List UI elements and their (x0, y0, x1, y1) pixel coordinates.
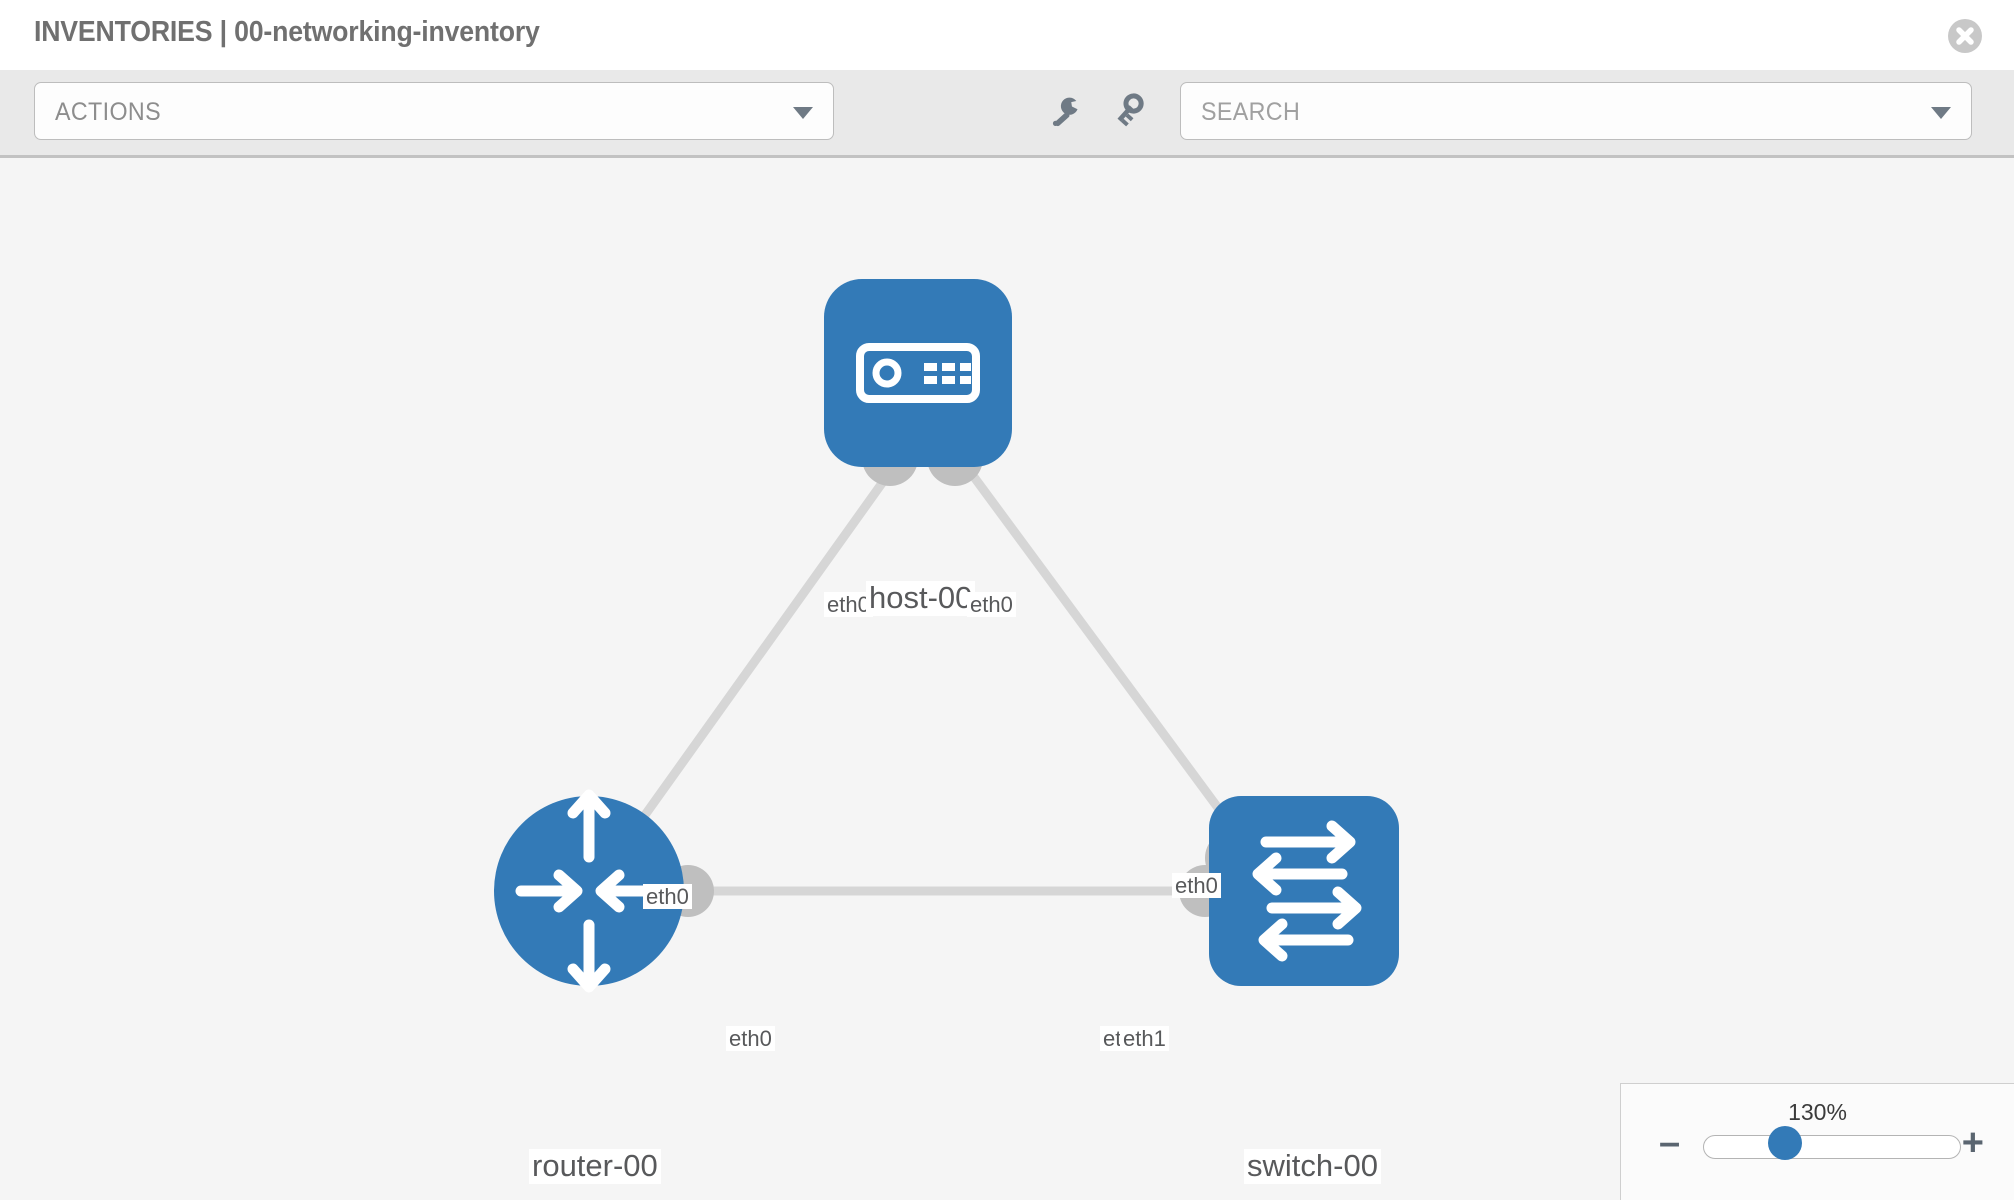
iface-label[interactable]: eth0 (967, 592, 1016, 618)
zoom-level-label: 130% (1788, 1099, 1847, 1125)
node-router-00[interactable] (494, 789, 684, 993)
link-host-router[interactable] (596, 455, 904, 881)
search-placeholder: SEARCH (1201, 98, 1301, 126)
page-title: INVENTORIES | 00-networking-inventory (34, 16, 540, 48)
zoom-in-button[interactable]: + (1961, 1122, 1984, 1164)
iface-label[interactable]: eth0 (1172, 873, 1221, 899)
actions-dropdown-label: ACTIONS (55, 98, 161, 126)
iface-label[interactable]: eth0 (824, 592, 873, 618)
iface-label[interactable]: eth1 (1120, 1026, 1169, 1052)
zoom-out-button[interactable]: – (1659, 1122, 1681, 1164)
node-label-router-00[interactable]: router-00 (529, 1149, 661, 1184)
toolbar: ACTIONS SEARCH (0, 70, 2014, 158)
link-host-switch[interactable] (956, 455, 1259, 861)
node-label-switch-00[interactable]: switch-00 (1244, 1149, 1381, 1184)
node-label-host-00[interactable]: host-00 (866, 581, 976, 616)
close-icon[interactable] (1948, 19, 1982, 53)
zoom-slider-thumb[interactable] (1768, 1126, 1802, 1160)
actions-dropdown[interactable]: ACTIONS (34, 82, 834, 140)
search-input[interactable]: SEARCH (1180, 82, 1972, 140)
chevron-down-icon (793, 107, 813, 119)
iface-label[interactable]: eth0 (726, 1026, 775, 1052)
topology-ports (662, 430, 1261, 917)
zoom-slider-track[interactable] (1703, 1135, 1961, 1159)
key-icon[interactable] (1114, 92, 1154, 132)
iface-label[interactable]: eth0 (643, 884, 692, 910)
zoom-control-panel: 130% – + (1620, 1083, 2014, 1200)
topology-graph[interactable] (0, 158, 2014, 1200)
wrench-icon[interactable] (1046, 92, 1086, 132)
topology-links (596, 455, 1259, 896)
topology-canvas[interactable]: eth0 host-00 eth0 eth0 eth0 eth0 eth0 et… (0, 158, 2014, 1200)
node-host-00[interactable] (824, 279, 1012, 467)
page-header: INVENTORIES | 00-networking-inventory (0, 0, 2014, 70)
node-switch-00[interactable] (1209, 796, 1399, 986)
chevron-down-icon (1931, 107, 1951, 119)
